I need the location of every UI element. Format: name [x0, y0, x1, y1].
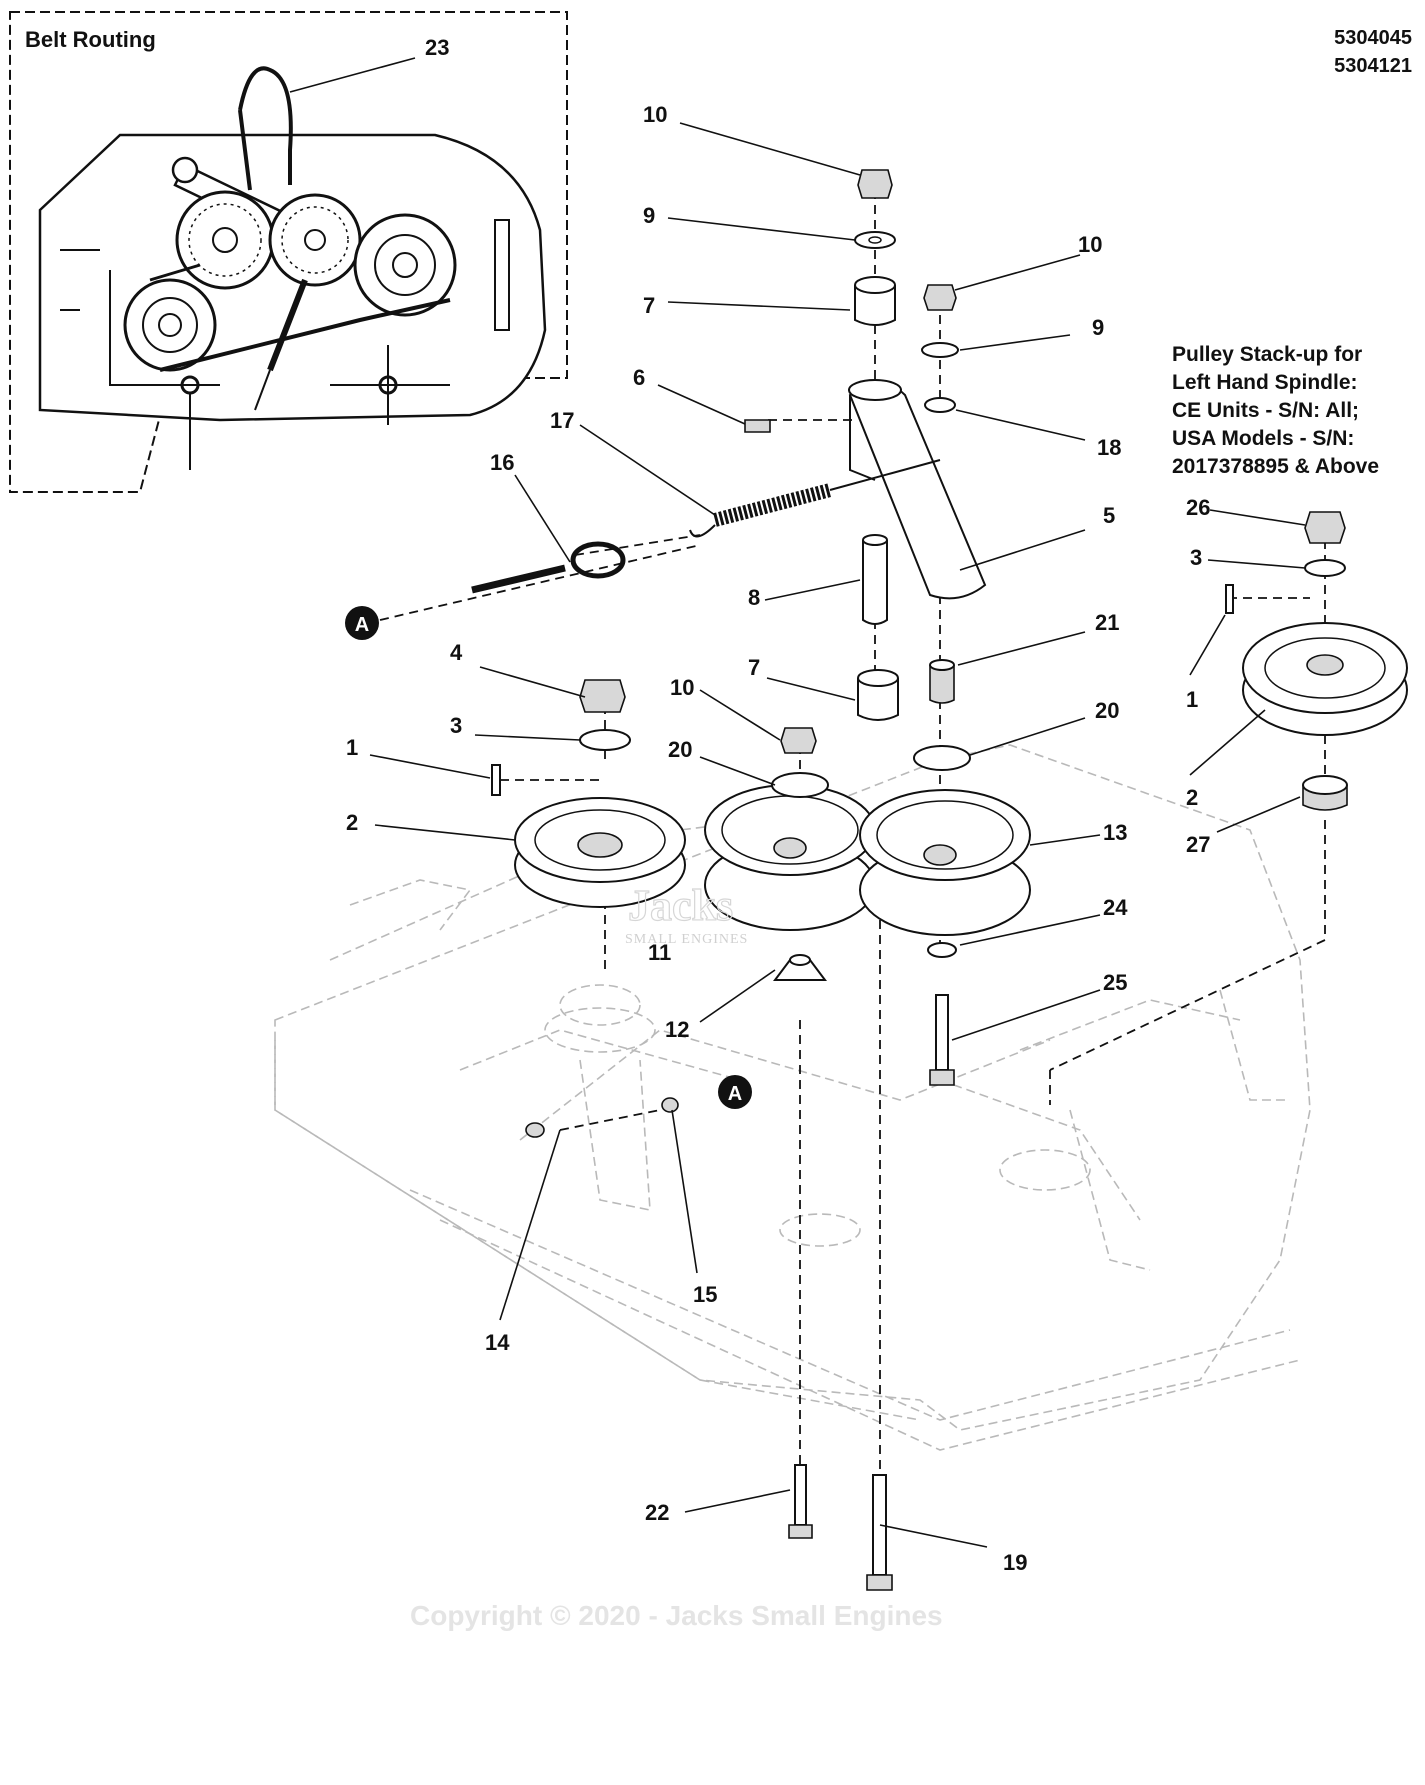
svg-text:2017378895 & Above: 2017378895 & Above [1172, 455, 1379, 478]
callout-1: 1 [346, 735, 358, 760]
callout-10: 10 [643, 102, 667, 127]
right-spindle-stack [525, 511, 1408, 1138]
svg-text:A: A [728, 1083, 742, 1105]
callout-8: 8 [748, 585, 760, 610]
connector-a-lower: A [718, 1075, 752, 1109]
callout-9-right: 9 [1092, 315, 1104, 340]
part-number-2: 5304121 [1334, 55, 1412, 77]
callout-21: 21 [1095, 610, 1119, 635]
callout-24: 24 [1103, 895, 1128, 920]
svg-text:Left Hand Spindle:: Left Hand Spindle: [1172, 371, 1358, 394]
callout-12: 12 [665, 1017, 689, 1042]
svg-text:Pulley Stack-up for: Pulley Stack-up for [1172, 343, 1362, 366]
watermark-logo: Jacks [628, 881, 733, 930]
idler-hardware [744, 169, 987, 1086]
spring-eyebolt [471, 459, 941, 594]
callout-labels: 10 9 7 6 17 16 8 7 10 9 18 5 21 20 13 24… [346, 102, 1210, 1575]
callout-25: 25 [1103, 970, 1127, 995]
inset-title: Belt Routing [25, 27, 156, 52]
leader-lines [369, 122, 1306, 1548]
stackup-note: Pulley Stack-up for Left Hand Spindle: C… [1172, 343, 1379, 478]
callout-3-right: 3 [1190, 545, 1202, 570]
watermark-subtitle: SMALL ENGINES [625, 932, 748, 947]
callout-14: 14 [485, 1330, 510, 1355]
assembly-axis-lines [379, 190, 1326, 1525]
mower-deck-outline [274, 744, 1311, 1451]
callout-18: 18 [1097, 435, 1121, 460]
connector-a-upper: A [345, 606, 379, 640]
callout-10-right: 10 [1078, 232, 1102, 257]
callout-23: 23 [425, 35, 449, 60]
callout-17: 17 [550, 408, 574, 433]
belt-routing-inset [9, 11, 568, 493]
callout-20: 20 [668, 737, 692, 762]
callout-7: 7 [643, 293, 655, 318]
idler-pulleys [704, 727, 1031, 1591]
callout-10-center: 10 [670, 675, 694, 700]
callout-6: 6 [633, 365, 645, 390]
svg-text:A: A [355, 614, 369, 636]
callout-3: 3 [450, 713, 462, 738]
callout-27: 27 [1186, 832, 1210, 857]
callout-5: 5 [1103, 503, 1115, 528]
copyright-text: Copyright © 2020 - Jacks Small Engines [410, 1600, 943, 1631]
left-spindle-stack [491, 679, 686, 1026]
callout-11: 11 [648, 940, 671, 965]
callout-26: 26 [1186, 495, 1210, 520]
callout-7-lower: 7 [748, 655, 760, 680]
callout-15: 15 [693, 1282, 717, 1307]
part-number-1: 5304045 [1334, 27, 1412, 49]
svg-text:USA Models - S/N:: USA Models - S/N: [1172, 427, 1354, 450]
watermark: Jacks SMALL ENGINES Copyright © 2020 - J… [410, 880, 943, 1631]
callout-9: 9 [643, 203, 655, 228]
callout-13: 13 [1103, 820, 1127, 845]
callout-2-right: 2 [1186, 785, 1198, 810]
callout-16: 16 [490, 450, 514, 475]
callout-19: 19 [1003, 1550, 1027, 1575]
svg-text:CE Units - S/N: All;: CE Units - S/N: All; [1172, 399, 1359, 422]
callout-4: 4 [450, 640, 463, 665]
callout-2: 2 [346, 810, 358, 835]
callout-22: 22 [645, 1500, 669, 1525]
callout-1-right: 1 [1186, 687, 1198, 712]
callout-20-right: 20 [1095, 698, 1119, 723]
